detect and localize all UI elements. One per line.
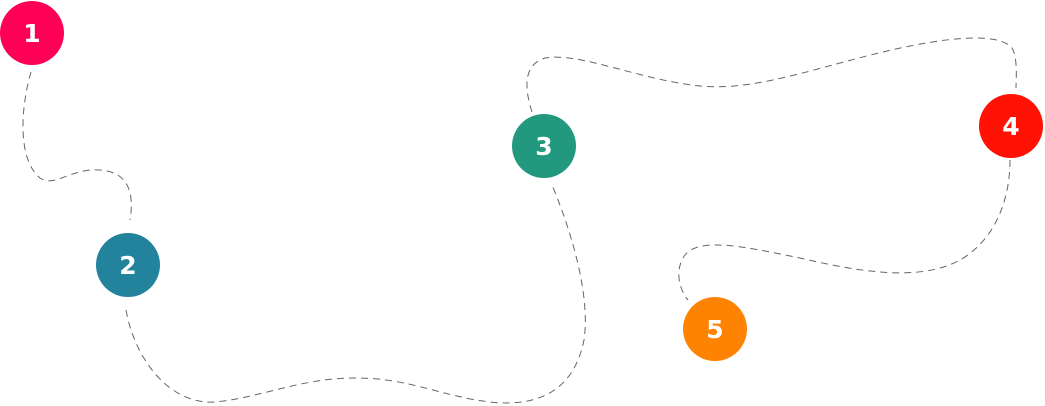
step-2-circle: 2	[96, 233, 160, 297]
step-4-circle: 4	[979, 94, 1043, 158]
connector-2-3	[125, 184, 586, 404]
step-2-label: 2	[119, 250, 137, 280]
step-5-label: 5	[706, 314, 724, 344]
step-1-label: 1	[23, 18, 41, 48]
connector-1-2	[22, 71, 132, 221]
step-3-circle: 3	[512, 114, 576, 178]
connector-4-5	[678, 159, 1011, 301]
step-1-circle: 1	[0, 1, 64, 65]
step-4-label: 4	[1002, 111, 1020, 141]
step-5-circle: 5	[683, 297, 747, 361]
step-3-label: 3	[535, 131, 553, 161]
connector-3-4	[526, 37, 1017, 113]
